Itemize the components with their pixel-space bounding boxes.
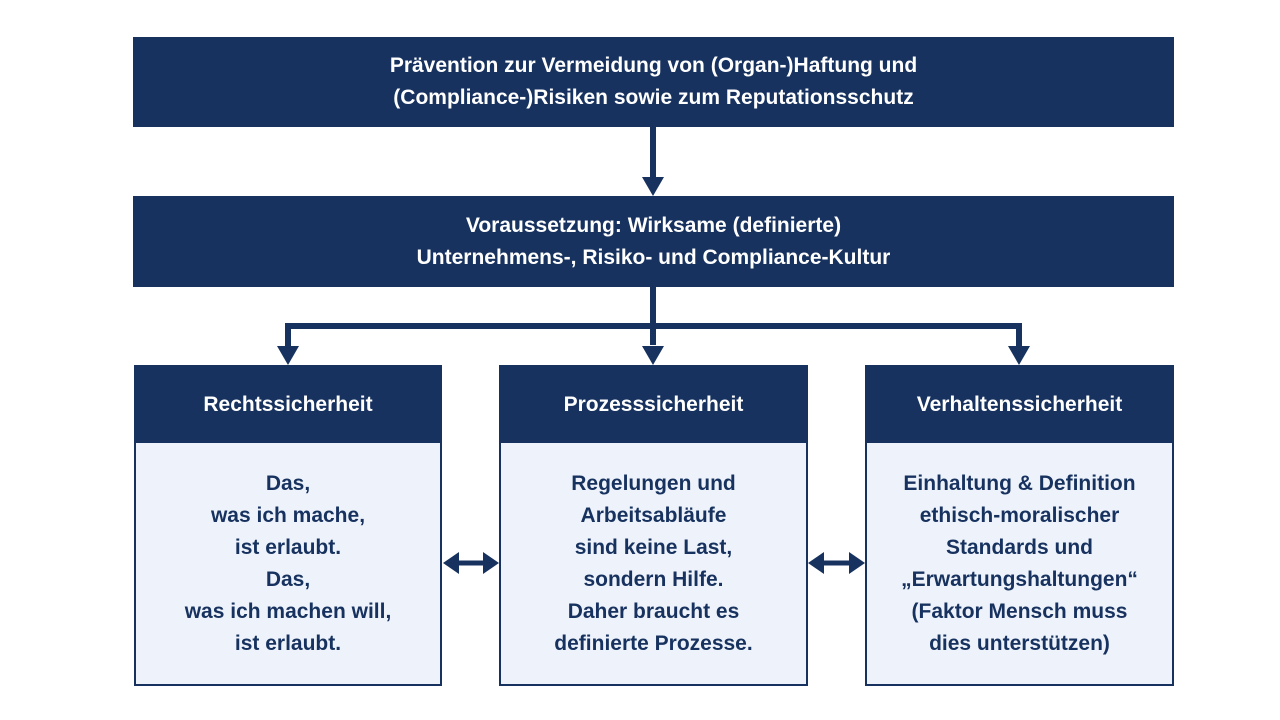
column-text-line: Daher braucht es [567, 599, 740, 623]
column-text-line: sind keine Last, [574, 535, 733, 559]
top-box-line-2: (Compliance-)Risiken sowie zum Reputatio… [393, 86, 914, 109]
middle-box: Voraussetzung: Wirksame (definierte) Unt… [133, 196, 1174, 287]
column-header: Prozesssicherheit [501, 367, 806, 443]
double-arrow-icon [443, 552, 499, 574]
column-text-line: dies unterstützen) [929, 631, 1110, 655]
column-text-line: Standards und [945, 535, 1093, 559]
column-body: Das, was ich mache, ist erlaubt. Das, wa… [136, 443, 440, 684]
column-verhaltenssicherheit: Verhaltenssicherheit Einhaltung & Defini… [865, 365, 1174, 686]
column-text-line: definierte Prozesse. [554, 631, 753, 655]
middle-box-line-1: Voraussetzung: Wirksame (definierte) [465, 213, 842, 237]
arrow-down-icon [642, 127, 664, 196]
column-header: Rechtssicherheit [136, 367, 440, 443]
column-header: Verhaltenssicherheit [867, 367, 1172, 443]
top-box: Prävention zur Vermeidung von (Organ-)Ha… [133, 37, 1174, 127]
column-text-line: (Faktor Mensch muss [911, 599, 1128, 623]
middle-box-line-2: Unternehmens-, Risiko- und Compliance-Ku… [416, 245, 891, 269]
column-text-line: was ich machen will, [184, 599, 392, 623]
column-text-line: Das, [265, 471, 311, 495]
arrow-down-icon [1008, 346, 1030, 365]
column-text-line: Arbeitsabläufe [580, 503, 727, 527]
column-text-line: „Erwartungshaltungen“ [901, 567, 1138, 591]
column-text-line: ethisch-moralischer [919, 503, 1120, 527]
arrow-down-icon [642, 346, 664, 365]
column-text-line: was ich mache, [210, 503, 366, 527]
column-text-line: Einhaltung & Definition [903, 471, 1136, 495]
column-text-line: ist erlaubt. [234, 631, 342, 655]
column-text-line: sondern Hilfe. [583, 567, 724, 591]
column-text-line: Das, [265, 567, 311, 591]
column-rechtssicherheit: Rechtssicherheit Das, was ich mache, ist… [134, 365, 442, 686]
branch-lines [285, 287, 1022, 350]
double-arrow-icon [808, 552, 865, 574]
column-body: Einhaltung & Definition ethisch-moralisc… [867, 443, 1172, 684]
top-box-line-1: Prävention zur Vermeidung von (Organ-)Ha… [389, 54, 918, 77]
arrow-down-icon [277, 346, 299, 365]
column-body: Regelungen und Arbeitsabläufe sind keine… [501, 443, 806, 684]
column-text-line: ist erlaubt. [234, 535, 342, 559]
column-prozesssicherheit: Prozesssicherheit Regelungen und Arbeits… [499, 365, 808, 686]
column-text-line: Regelungen und [571, 471, 736, 495]
